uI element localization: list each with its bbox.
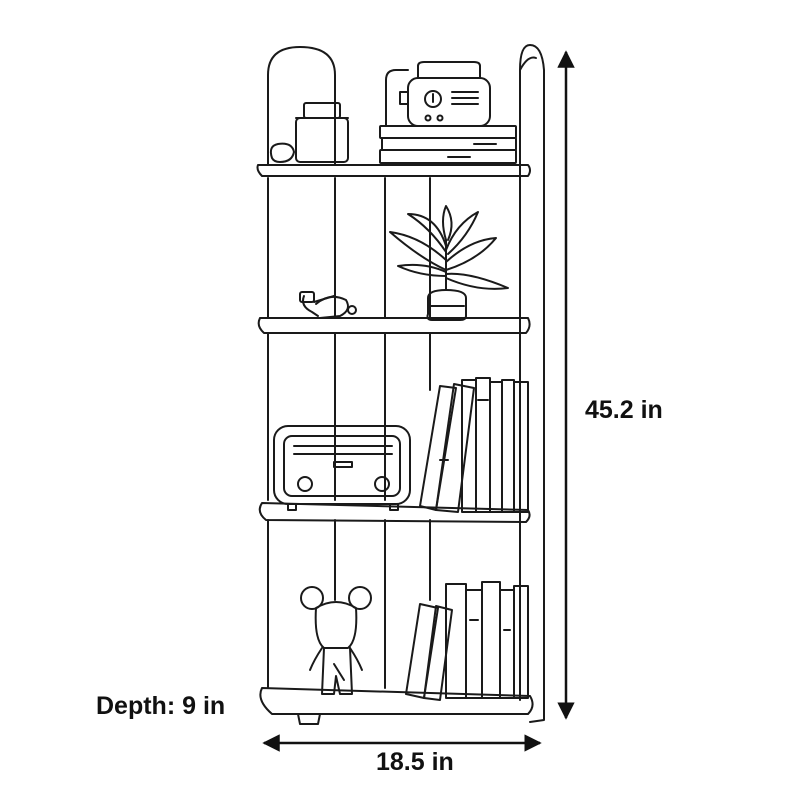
books-icon	[420, 378, 528, 512]
shelf-1	[258, 165, 531, 176]
bottom-books-icon	[406, 582, 528, 700]
back-slats	[268, 178, 430, 688]
shelf-4	[260, 688, 532, 724]
retro-radio-icon	[274, 426, 410, 510]
shelf-3	[260, 503, 530, 522]
height-label: 45.2 in	[585, 396, 663, 424]
right-side-panel	[520, 45, 544, 722]
headphones-icon	[300, 292, 356, 318]
shelf-2	[259, 318, 530, 333]
candle-icon	[296, 103, 348, 162]
books-stack-icon	[380, 126, 516, 163]
bear-figure-icon	[301, 587, 371, 694]
stone-icon	[271, 144, 294, 162]
width-label: 18.5 in	[376, 748, 454, 776]
left-back-post	[268, 47, 335, 165]
depth-label: Depth: 9 in	[96, 692, 226, 720]
plant-icon	[390, 206, 508, 320]
radio-icon	[386, 62, 490, 126]
